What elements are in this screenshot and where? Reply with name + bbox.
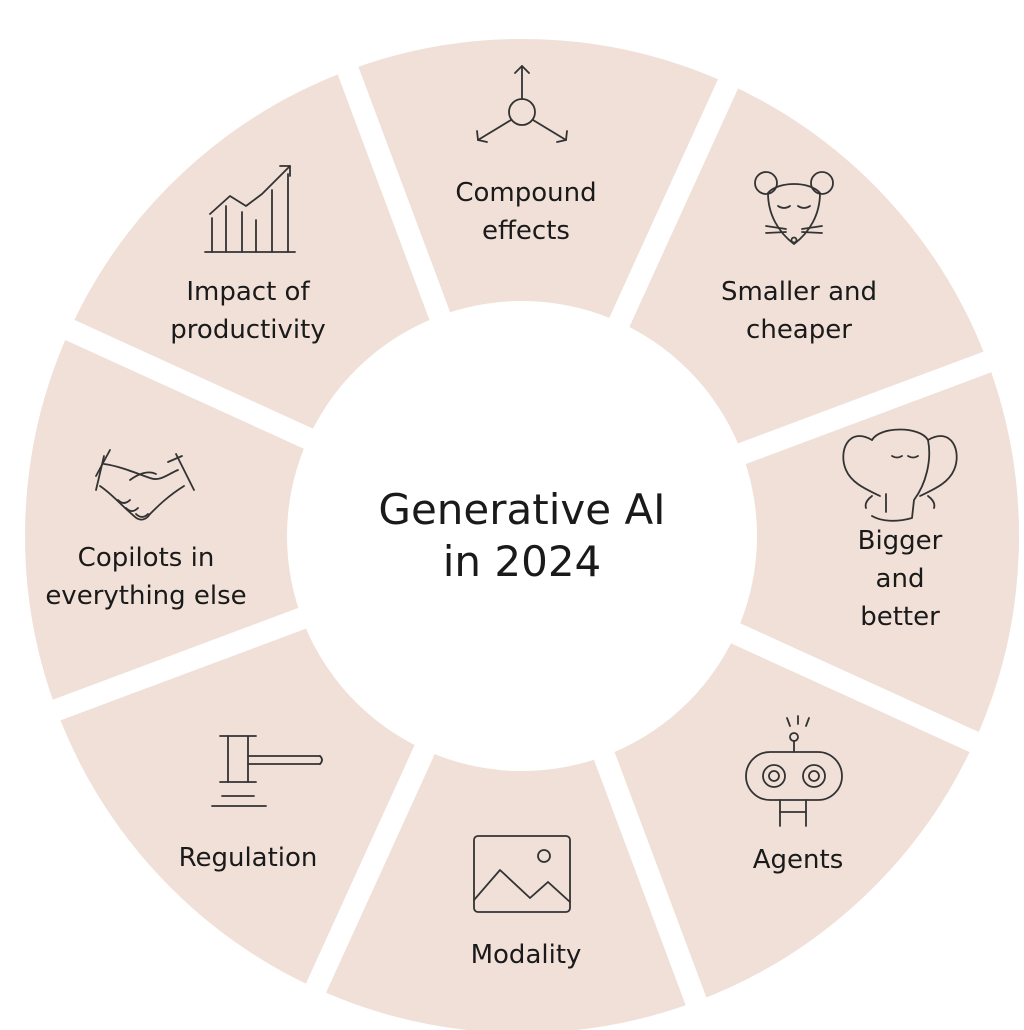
segment-copilots (2, 310, 551, 729)
segment-label-agents: Agents (752, 845, 844, 875)
mouse-icon (754, 171, 834, 245)
elephant-icon (842, 428, 958, 522)
segment-bigger-and-better (493, 343, 1024, 762)
robot-icon (745, 715, 843, 827)
segment-label-copilots: Copilots in everything else (45, 543, 247, 611)
segment-label-compound-effects: Compound effects (455, 178, 597, 246)
handshake-icon (95, 449, 195, 521)
segment-label-bigger-and-better: Bigger and better (857, 526, 943, 632)
nodes-icon (476, 65, 568, 143)
diagram-title: Generative AI in 2024 (378, 485, 666, 586)
segment-label-regulation: Regulation (178, 843, 318, 873)
gavel-icon (211, 735, 323, 807)
segment-label-smaller-and-cheaper: Smaller and cheaper (720, 277, 878, 345)
growth-chart-icon (204, 165, 296, 253)
segment-label-impact-of-productivity: Impact of productivity (170, 277, 326, 345)
segment-modality (296, 507, 715, 1030)
center-hub (287, 301, 757, 771)
segment-label-modality: Modality (470, 940, 582, 970)
image-icon (473, 835, 571, 913)
segment-compound-effects (329, 16, 748, 565)
